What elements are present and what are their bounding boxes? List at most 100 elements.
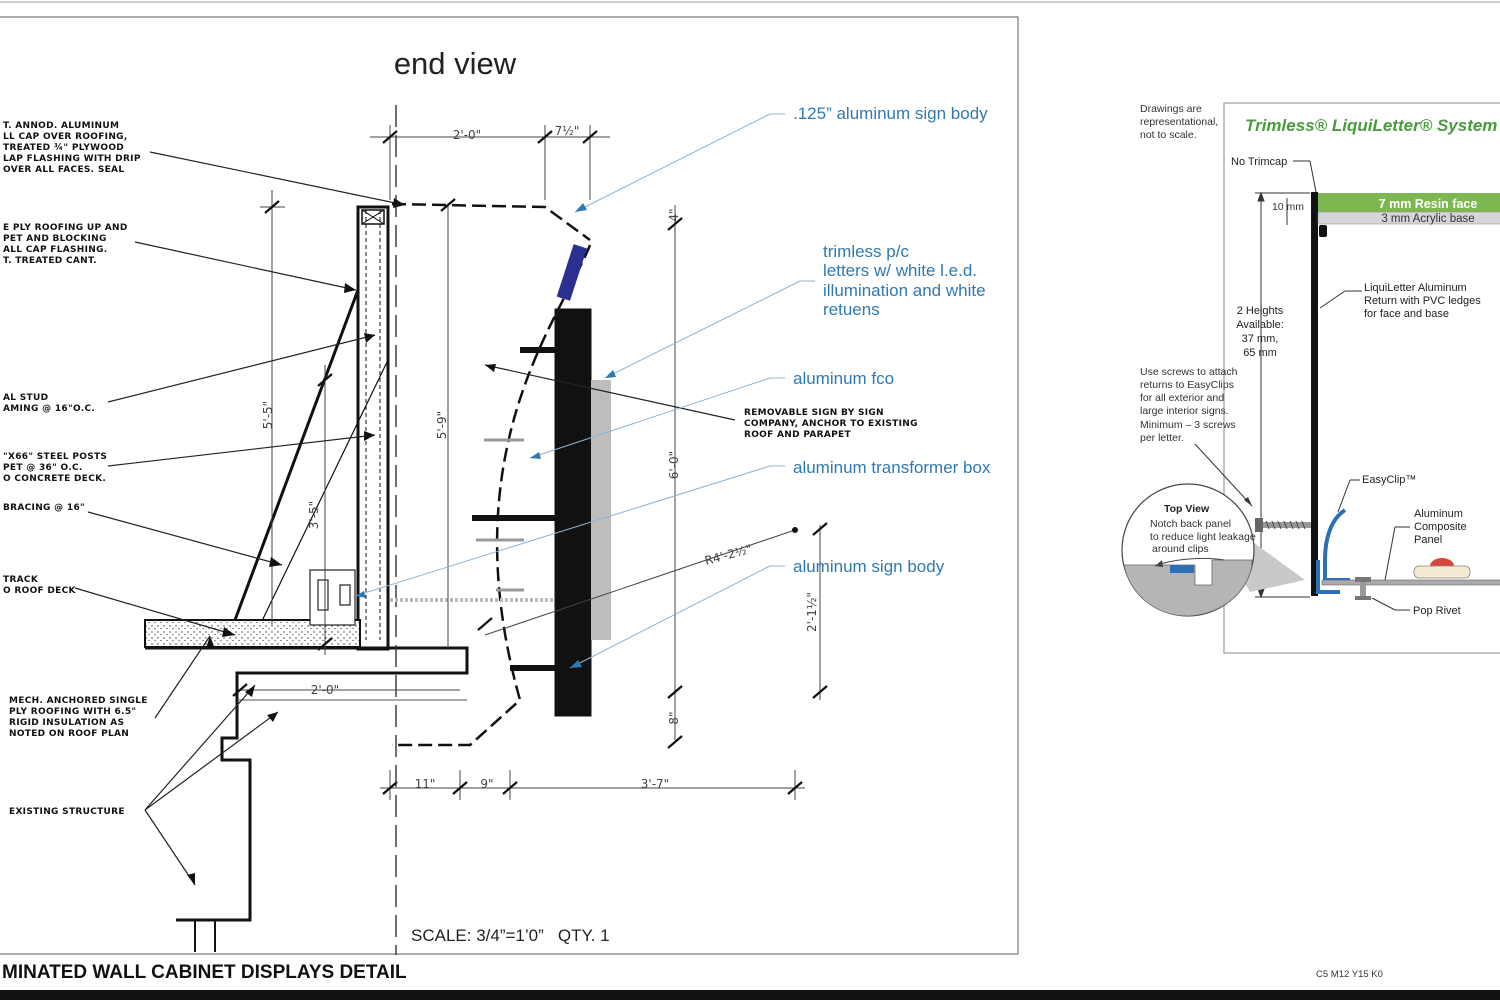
removable-line-2: ROOF AND PARAPET	[744, 430, 851, 440]
composite-panel	[1321, 579, 1500, 586]
heights-note: 2 Heights Available: 37 mm, 65 mm	[1236, 305, 1284, 359]
note-3-line-1: PET @ 36" O.C.	[3, 463, 83, 473]
note-2-line-1: AMING @ 16"O.C.	[3, 404, 95, 414]
dimension-lines	[240, 125, 821, 800]
sign-profile	[390, 202, 611, 747]
existing-structure	[145, 646, 469, 952]
screw-line-4: Minimum – 3 screws	[1140, 419, 1236, 431]
callout-arrowheads	[355, 203, 616, 668]
return-line-1: Return with PVC ledges	[1364, 295, 1481, 307]
screw-line-3: large interior signs.	[1140, 405, 1229, 417]
no-trimcap-label: No Trimcap	[1231, 156, 1287, 168]
dim-4: 4"	[667, 208, 681, 221]
note-5-line-0: TRACK	[3, 575, 39, 585]
radius-point	[792, 527, 798, 533]
dimension-ticks	[232, 130, 828, 795]
callout-letters-line-0: trimless p/c	[823, 242, 909, 261]
note-1-line-1: PET AND BLOCKING	[3, 234, 107, 244]
bottom-bar	[0, 990, 1500, 1000]
note-4-line-0: BRACING @ 16"	[3, 503, 85, 513]
dim-top-7-half: 7½"	[555, 124, 580, 138]
resin-face	[1318, 193, 1500, 212]
note-3-line-0: "X66" STEEL POSTS	[3, 452, 107, 462]
disclaimer-line-1: representational,	[1140, 116, 1218, 128]
pop-rivet-icon	[1355, 577, 1371, 600]
heights-line-0: 2 Heights	[1237, 305, 1284, 317]
return-line-2: for face and base	[1364, 308, 1449, 320]
callout-letters-line-2: illumination and white	[823, 281, 986, 300]
dim-8: 8"	[667, 711, 681, 724]
disclaimer-line-0: Drawings are	[1140, 103, 1202, 115]
heights-line-2: 37 mm,	[1242, 333, 1279, 345]
heights-line-3: 65 mm	[1243, 347, 1277, 359]
note-leaders	[74, 151, 736, 886]
return-line-0: LiquiLetter Aluminum	[1364, 282, 1467, 294]
screw-line-0: Use screws to attach	[1140, 366, 1238, 378]
note-6-line-2: RIGID INSULATION AS	[9, 718, 124, 728]
easyclip-label: EasyClip™	[1362, 474, 1416, 486]
dim-top-2-0: 2'-0"	[453, 128, 481, 142]
dim-bottom-2-0: 2'-0"	[311, 683, 339, 697]
dim-11: 11"	[415, 777, 436, 791]
composite-line-0: Aluminum	[1414, 508, 1463, 520]
note-2-line-0: AL STUD	[3, 393, 48, 403]
dim-6-0: 6'-0"	[667, 451, 681, 479]
composite-line-2: Panel	[1414, 534, 1442, 546]
screw-icon	[1255, 518, 1311, 532]
screw-line-5: per letter.	[1140, 432, 1184, 444]
note-0-line-3: LAP FLASHING WITH DRIP	[3, 154, 141, 164]
transformer-box	[309, 569, 356, 626]
callout-sign-body-125: .125” aluminum sign body	[793, 104, 988, 123]
top-view-line-0: Notch back panel	[1150, 518, 1231, 530]
dim-3-5: 3'-5"	[307, 501, 321, 529]
note-6-line-1: PLY ROOFING WITH 6.5"	[9, 707, 136, 717]
easyclip-shape	[1323, 508, 1350, 582]
callout-sign-body: aluminum sign body	[793, 557, 945, 576]
removable-line-1: COMPANY, ANCHOR TO EXISTING	[744, 419, 918, 429]
note-0-line-4: OVER ALL FACES. SEAL	[3, 165, 124, 175]
top-view-title: Top View	[1164, 503, 1210, 515]
view-title: end view	[394, 46, 517, 81]
composite-line-1: Composite	[1414, 521, 1467, 533]
heights-line-1: Available:	[1236, 319, 1284, 331]
acrylic-base-label: 3 mm Acrylic base	[1381, 213, 1474, 225]
screw-line-1: returns to EasyClips	[1140, 379, 1234, 391]
screw-note: Use screws to attach returns to EasyClip…	[1140, 366, 1238, 444]
note-1-line-2: ALL CAP FLASHING.	[3, 245, 108, 255]
note-1-line-0: E PLY ROOFING UP AND	[3, 223, 128, 233]
scale-disclaimer: Drawings are representational, not to sc…	[1140, 103, 1218, 141]
notes-group: T. ANNOD. ALUMINUM LL CAP OVER ROOFING, …	[3, 121, 918, 817]
resin-face-label: 7 mm Resin face	[1379, 197, 1478, 211]
brace	[205, 289, 389, 626]
pvc-ledge	[1319, 225, 1327, 237]
composite-note: Aluminum Composite Panel	[1414, 508, 1467, 546]
note-7-line-0: EXISTING STRUCTURE	[9, 807, 125, 817]
scale-note: SCALE: 3/4”=1’0” QTY. 1	[411, 926, 610, 945]
leader-arrowheads	[187, 198, 496, 885]
callout-leaders	[354, 113, 815, 669]
return-note: LiquiLetter Aluminum Return with PVC led…	[1364, 282, 1481, 320]
dim-5-9: 5'-9"	[435, 411, 449, 439]
note-0-line-1: LL CAP OVER ROOFING,	[3, 132, 128, 142]
color-code: C5 M12 Y15 K0	[1316, 969, 1383, 980]
note-0-line-2: TREATED ¾" PLYWOOD	[3, 143, 124, 153]
dim-9: 9"	[480, 777, 493, 791]
callout-letters-line-1: letters w/ white l.e.d.	[823, 261, 977, 280]
top-view-line-1: to reduce light leakage	[1150, 531, 1256, 543]
dim-5-5: 5'-5"	[261, 401, 275, 429]
note-6-line-3: NOTED ON ROOF PLAN	[9, 729, 129, 739]
system-title: Trimless® LiquiLetter® System	[1245, 116, 1497, 135]
letter-return	[1311, 192, 1318, 596]
screw-leader	[1194, 443, 1253, 507]
drawing-border	[0, 16, 1019, 955]
removable-line-0: REMOVABLE SIGN BY SIGN	[744, 408, 884, 418]
screw-line-2: for all exterior and	[1140, 392, 1224, 404]
height-dimension	[1255, 191, 1310, 599]
acrylic-base	[1317, 211, 1500, 225]
note-5-line-1: O ROOF DECK	[3, 586, 77, 596]
pop-rivet-label: Pop Rivet	[1413, 605, 1461, 617]
dim-radius: R4'-2½"	[703, 542, 753, 568]
top-view-detail	[1121, 483, 1305, 617]
note-3-line-2: O CONCRETE DECK.	[3, 474, 106, 484]
